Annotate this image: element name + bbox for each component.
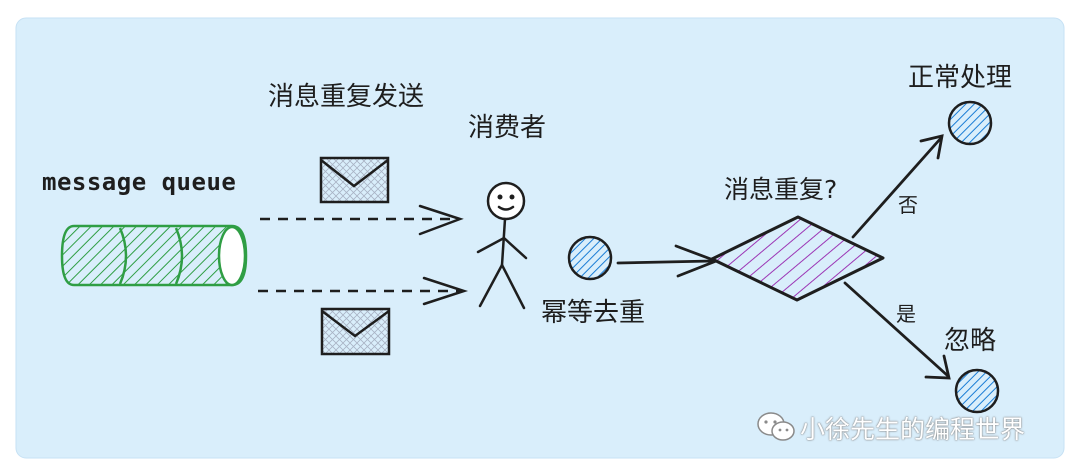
ignore-node bbox=[954, 368, 1000, 414]
message-queue-label: message queue bbox=[42, 168, 237, 196]
watermark-text: 小徐先生的编程世界 bbox=[800, 415, 1026, 444]
stick-figure-icon bbox=[476, 181, 528, 310]
normal-processing-label: 正常处理 bbox=[908, 63, 1013, 93]
background-panel bbox=[15, 17, 1065, 459]
is-duplicate-label: 消息重复? bbox=[724, 175, 838, 204]
normal-processing-node bbox=[947, 100, 993, 146]
wechat-icon bbox=[757, 412, 795, 441]
message-queue-cylinder bbox=[60, 224, 248, 287]
arrow-yes bbox=[843, 281, 951, 380]
duplicate-send-label: 消息重复发送 bbox=[268, 82, 425, 112]
dashed-arrow-lower bbox=[258, 276, 469, 306]
no-label: 否 bbox=[898, 193, 918, 217]
envelope-icon bbox=[319, 156, 390, 204]
idempotent-node bbox=[567, 235, 613, 281]
yes-label: 是 bbox=[896, 302, 916, 326]
consumer-label: 消费者 bbox=[468, 113, 547, 143]
decision-diamond bbox=[710, 215, 885, 302]
arrow-no bbox=[851, 134, 944, 239]
envelope-icon bbox=[320, 307, 391, 356]
dashed-arrow-upper bbox=[260, 204, 464, 236]
ignore-label: 忽略 bbox=[944, 326, 997, 356]
idempotent-dedup-label: 幂等去重 bbox=[541, 298, 646, 328]
